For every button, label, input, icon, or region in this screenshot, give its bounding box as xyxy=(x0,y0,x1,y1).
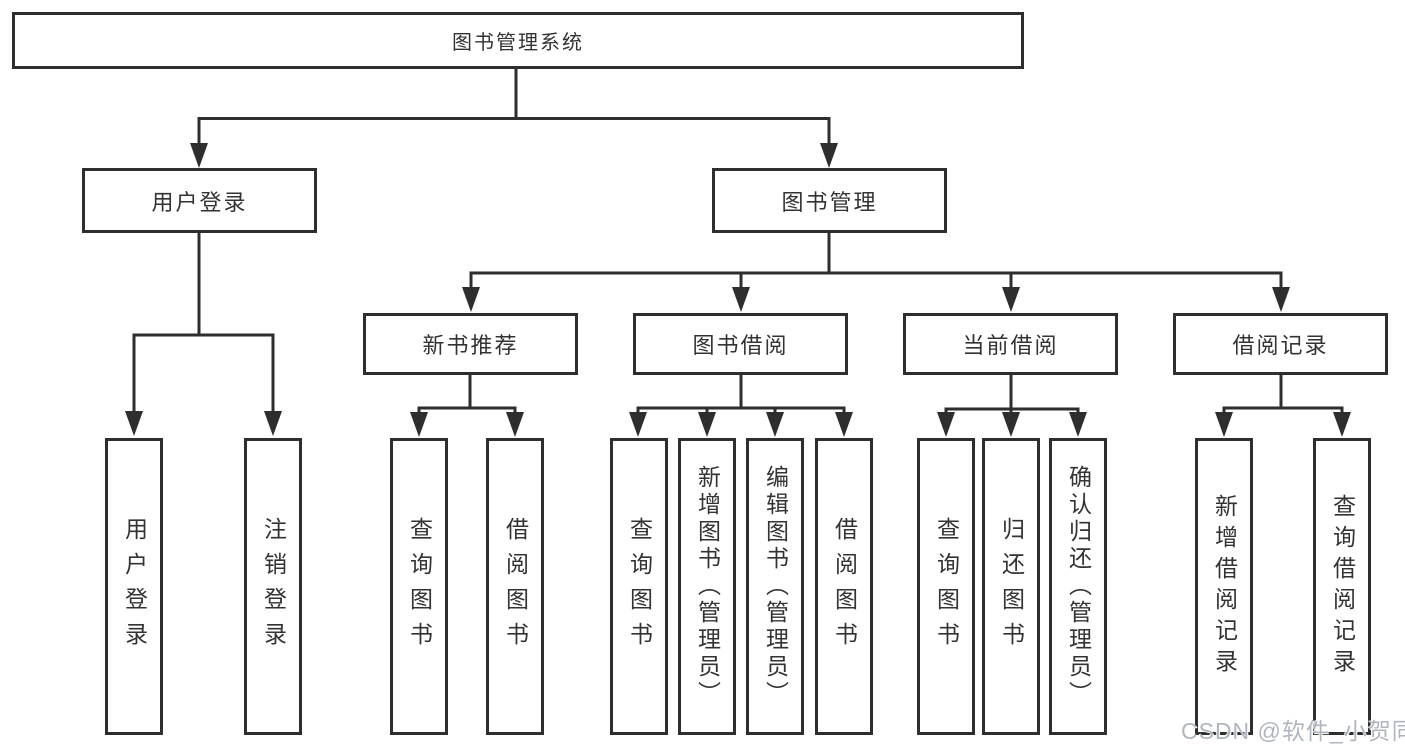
node-root: 图书管理系统 xyxy=(12,12,1024,69)
arrowhead xyxy=(1002,412,1020,437)
leaf-newbook-query-books-label: 查询图书 xyxy=(406,516,433,657)
arrowhead xyxy=(629,412,647,437)
leaf-newbook-borrow-books: 借阅图书 xyxy=(486,438,544,735)
node-new-book-recommend-label: 新书推荐 xyxy=(422,333,519,358)
arrowhead xyxy=(462,287,480,312)
leaf-current-confirm-return-admin-label: 确认归还（管理员） xyxy=(1065,465,1092,708)
node-user-login-label: 用户登录 xyxy=(151,189,248,215)
node-new-book-recommend: 新书推荐 xyxy=(363,313,578,375)
arrowhead xyxy=(820,143,838,168)
node-book-management-label: 图书管理 xyxy=(781,189,878,215)
leaf-current-return-books-label: 归还图书 xyxy=(998,516,1025,657)
arrowhead xyxy=(410,412,428,437)
arrowhead xyxy=(190,143,208,168)
arrowhead xyxy=(1272,287,1290,312)
connector-records-split xyxy=(1222,375,1344,413)
arrowhead xyxy=(766,412,784,437)
leaf-borrow-borrow-books: 借阅图书 xyxy=(815,438,873,735)
leaf-current-query-books: 查询图书 xyxy=(917,438,975,735)
arrowhead xyxy=(835,412,853,437)
watermark: CSDN @软件_小贺同学 xyxy=(1181,718,1405,744)
connector-book-mgmt-split xyxy=(469,233,1283,288)
leaf-newbook-query-books: 查询图书 xyxy=(390,438,448,735)
leaf-logout-label: 注销登录 xyxy=(260,516,287,657)
connector-current-split xyxy=(944,375,1080,413)
leaf-newbook-borrow-books-label: 借阅图书 xyxy=(502,516,529,657)
arrowhead xyxy=(264,411,282,436)
arrowhead xyxy=(1333,412,1351,437)
leaf-borrow-edit-books-admin-label: 编辑图书（管理员） xyxy=(762,465,789,708)
leaf-user-login: 用户登录 xyxy=(105,438,163,735)
leaf-current-return-books: 归还图书 xyxy=(982,438,1040,735)
leaf-current-confirm-return-admin: 确认归还（管理员） xyxy=(1049,438,1107,735)
arrowhead xyxy=(1069,412,1087,437)
arrowhead xyxy=(506,412,524,437)
leaf-borrow-query-books: 查询图书 xyxy=(610,438,668,735)
node-borrowing-records-label: 借阅记录 xyxy=(1232,333,1329,358)
leaf-borrow-add-books-admin-label: 新增图书（管理员） xyxy=(694,465,721,708)
node-borrowing-records: 借阅记录 xyxy=(1173,313,1388,375)
leaf-borrow-borrow-books-label: 借阅图书 xyxy=(831,516,858,657)
connector-borrowing-split xyxy=(636,375,846,413)
arrowhead xyxy=(1215,412,1233,437)
node-current-borrowing: 当前借阅 xyxy=(903,313,1118,375)
leaf-user-login-label: 用户登录 xyxy=(121,516,148,657)
leaf-records-query-record-label: 查询借阅记录 xyxy=(1329,493,1356,680)
leaf-records-add-record-label: 新增借阅记录 xyxy=(1211,493,1238,680)
leaf-logout: 注销登录 xyxy=(244,438,302,735)
connector-root-split xyxy=(197,69,831,145)
arrowhead xyxy=(125,411,143,436)
leaf-borrow-add-books-admin: 新增图书（管理员） xyxy=(678,438,736,735)
arrowhead xyxy=(732,287,750,312)
leaf-borrow-query-books-label: 查询图书 xyxy=(626,516,653,657)
connector-user-login-split xyxy=(132,233,275,412)
node-root-label: 图书管理系统 xyxy=(452,32,584,54)
leaf-records-add-record: 新增借阅记录 xyxy=(1195,438,1253,735)
arrowhead xyxy=(698,412,716,437)
connector-new-books-split xyxy=(417,375,517,413)
arrowhead xyxy=(937,412,955,437)
node-book-management: 图书管理 xyxy=(712,168,947,233)
node-book-borrowing-label: 图书借阅 xyxy=(692,333,789,358)
node-current-borrowing-label: 当前借阅 xyxy=(962,333,1059,358)
leaf-records-query-record: 查询借阅记录 xyxy=(1313,438,1371,735)
leaf-borrow-edit-books-admin: 编辑图书（管理员） xyxy=(746,438,804,735)
leaf-current-query-books-label: 查询图书 xyxy=(933,516,960,657)
node-book-borrowing: 图书借阅 xyxy=(633,313,848,375)
node-user-login: 用户登录 xyxy=(82,168,317,233)
arrowhead xyxy=(1002,287,1020,312)
